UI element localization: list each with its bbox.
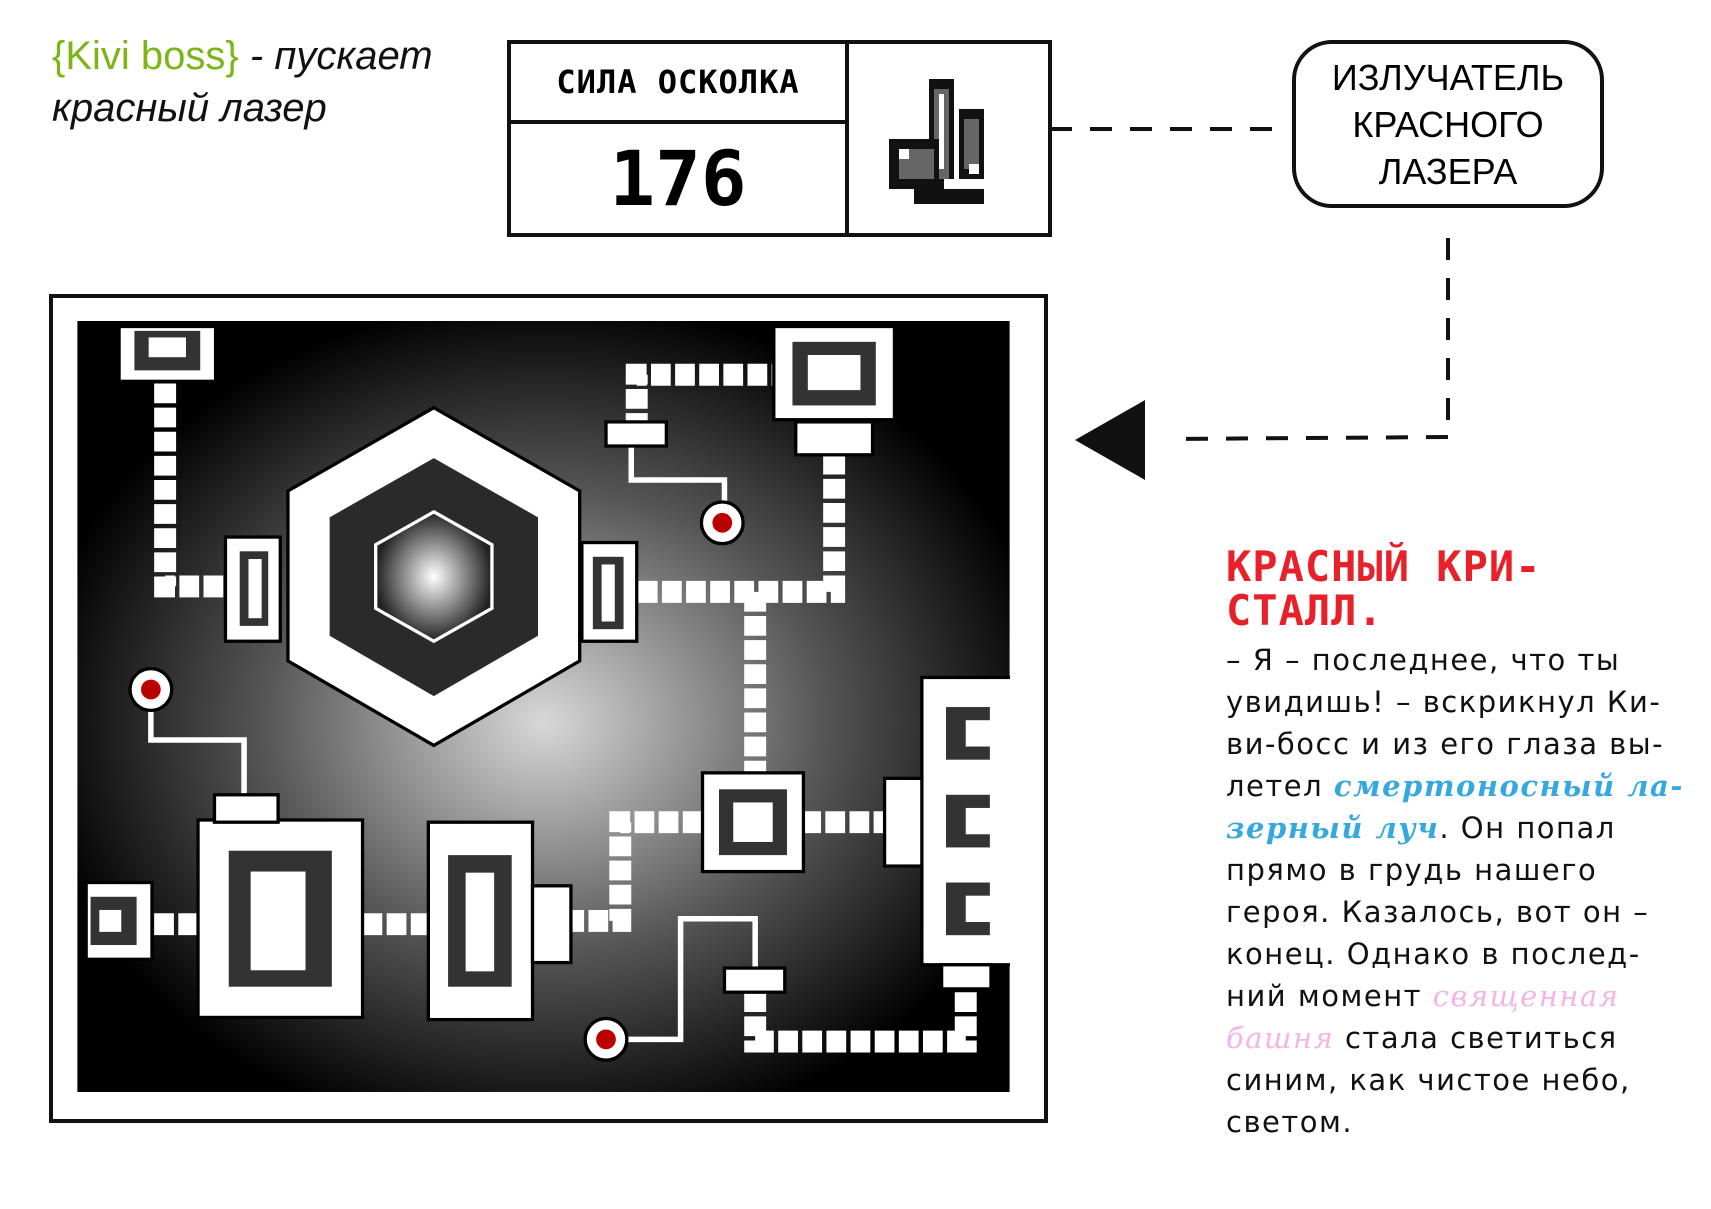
crystal-icon bbox=[849, 44, 1048, 233]
laser-phrase: смертоносный ла-зерный луч bbox=[1226, 769, 1684, 845]
emitter-line-3: ЛАЗЕРА bbox=[1378, 150, 1518, 192]
arrow-icon bbox=[1075, 400, 1145, 480]
story-title: КРАСНЫЙ КРИ-СТАЛЛ. bbox=[1226, 542, 1542, 635]
stat-label: СИЛА ОСКОЛКА bbox=[511, 44, 849, 124]
laser-emitters bbox=[128, 500, 745, 1062]
emitter-line-1: ИЗЛУЧАТЕЛЬ bbox=[1331, 56, 1565, 98]
caption-action: - пускает красный лазер bbox=[52, 34, 433, 130]
story-block: КРАСНЫЙ КРИ-СТАЛЛ. – Я – последнее, что … bbox=[1226, 545, 1696, 1143]
caption: {Kivi boss} - пускает красный лазер bbox=[52, 30, 472, 134]
story-part-1: – Я – последнее, что ты увидишь! – вскри… bbox=[1226, 643, 1665, 803]
tower-phrase: священная башня bbox=[1226, 979, 1620, 1055]
story-part-2: . Он попал прямо в грудь нашего героя. К… bbox=[1226, 811, 1650, 1013]
stat-box: СИЛА ОСКОЛКА 176 bbox=[507, 40, 1052, 237]
emitter-label: ИЗЛУЧАТЕЛЬ КРАСНОГО ЛАЗЕРА bbox=[1292, 40, 1604, 208]
central-crystal bbox=[286, 405, 582, 748]
emitter-line-2: КРАСНОГО bbox=[1352, 103, 1544, 145]
stat-value: 176 bbox=[511, 124, 849, 233]
level-map bbox=[77, 321, 1010, 1092]
boss-name: {Kivi boss} bbox=[52, 34, 239, 78]
game-scene bbox=[49, 294, 1048, 1123]
story-text: – Я – последнее, что ты увидишь! – вскри… bbox=[1226, 639, 1696, 1143]
story-part-3: стала светиться синим, как чистое небо, … bbox=[1226, 1021, 1631, 1139]
